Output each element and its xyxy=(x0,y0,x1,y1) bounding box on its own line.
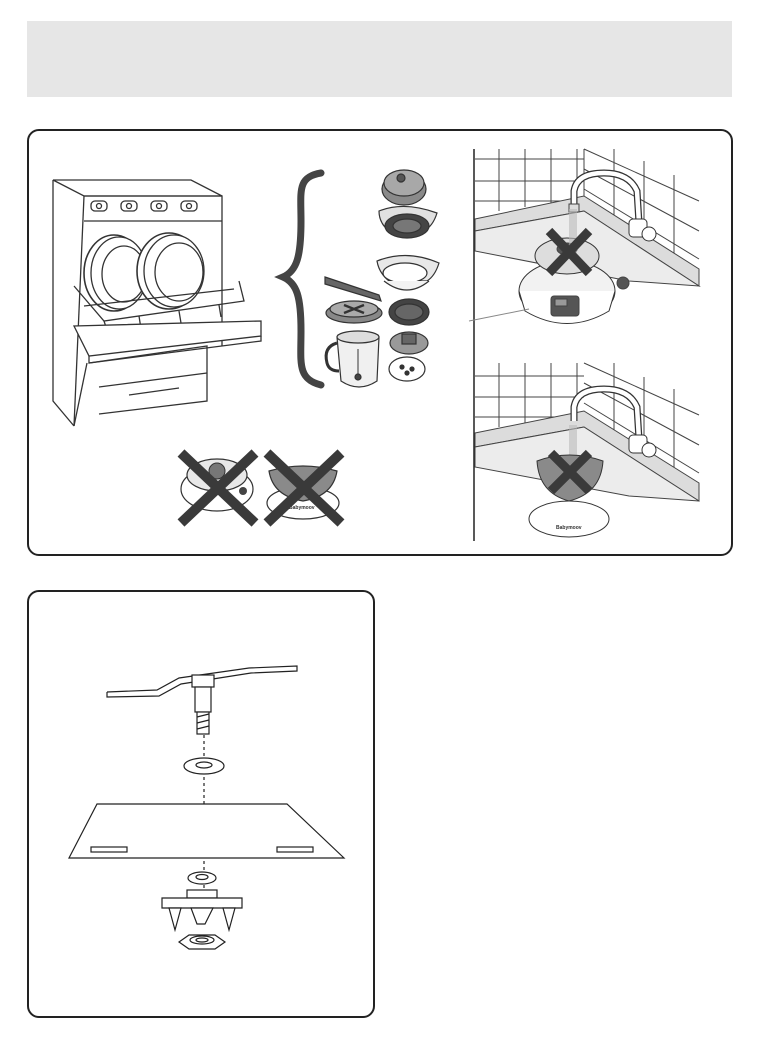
blade-assembly-panel xyxy=(27,590,375,1018)
dishwasher-illustration xyxy=(53,180,261,426)
tap-warning-base xyxy=(469,149,699,324)
nut xyxy=(179,935,225,949)
washer-top xyxy=(184,758,224,774)
forbidden-base-unit xyxy=(181,453,255,523)
care-illustration: Babymoov xyxy=(29,131,735,558)
brand-logo-small: Babymoov xyxy=(289,505,315,511)
tap-warning-bowl: Babymoov xyxy=(475,363,699,537)
blade-holder xyxy=(162,890,242,930)
header-band xyxy=(27,21,732,97)
mixing-blade xyxy=(107,666,297,734)
parts-group xyxy=(325,170,439,387)
bowl-bottom xyxy=(69,804,344,858)
washer-bottom xyxy=(188,872,216,884)
brand-logo-tap: Babymoov xyxy=(556,525,582,531)
forbidden-bowl-on-base: Babymoov xyxy=(267,453,341,523)
care-instructions-panel: Babymoov xyxy=(27,129,733,556)
brace-symbol xyxy=(283,173,321,385)
assembly-diagram xyxy=(29,592,377,1020)
